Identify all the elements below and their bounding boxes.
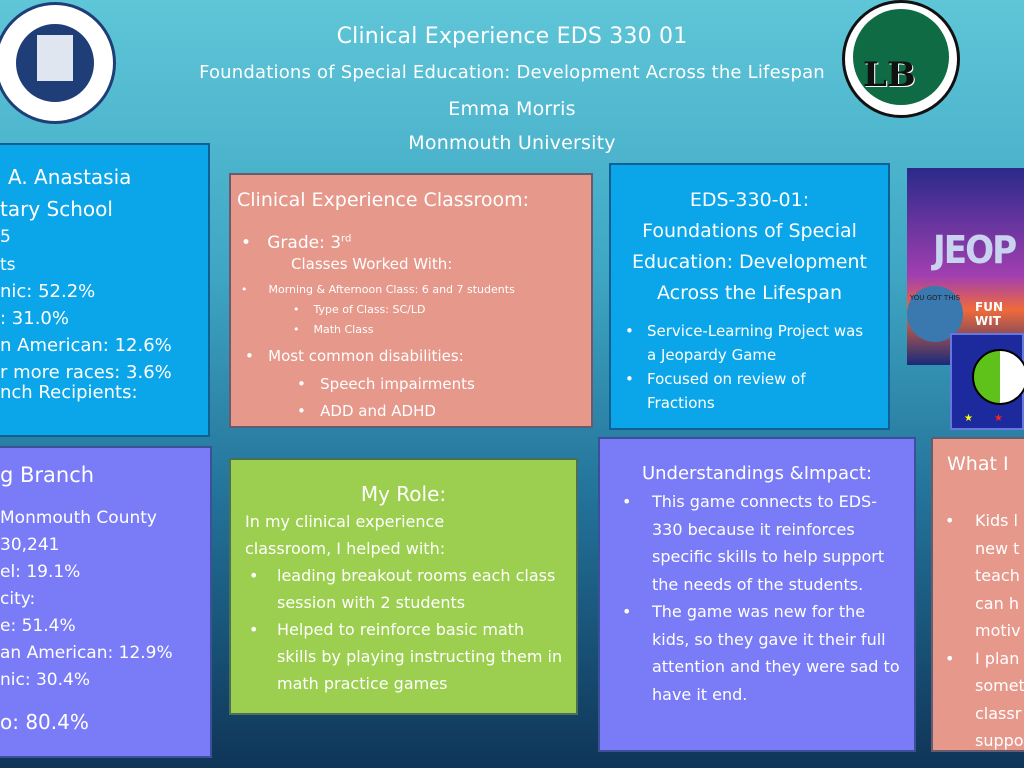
half-circle-fraction-icon [972,349,1024,405]
school-info-box: A. Anastasia tary School 5 ts nic: 52.2%… [0,143,210,437]
district-info-box: g Branch Monmouth County 30,241 el: 19.1… [0,446,212,758]
monmouth-seal-logo [0,2,116,124]
institution-name: Monmouth University [408,132,616,154]
what-i-learned-box: What I Kids l new t teach can h motivI p… [931,437,1024,752]
classroom-box: Clinical Experience Classroom: • Grade: … [229,173,593,428]
fraction-image: ★ ★ [950,333,1024,430]
jeopardy-game-image: JEOP FUN WIT YOU GOT THIS [907,168,1024,365]
poster-subtitle: Foundations of Special Education: Develo… [199,62,825,83]
course-box: EDS-330-01:Foundations of Special Educat… [609,163,890,430]
my-role-box: My Role: In my clinical experience class… [229,458,578,715]
impact-box: Understandings &Impact: This game connec… [598,437,916,752]
you-got-this-sticker: YOU GOT THIS [907,286,963,342]
star-icon: ★ [964,413,973,424]
author-name: Emma Morris [448,98,576,120]
lb-logo: LB [842,0,960,118]
star-icon: ★ [994,413,1003,424]
poster-title: Clinical Experience EDS 330 01 [336,24,688,49]
